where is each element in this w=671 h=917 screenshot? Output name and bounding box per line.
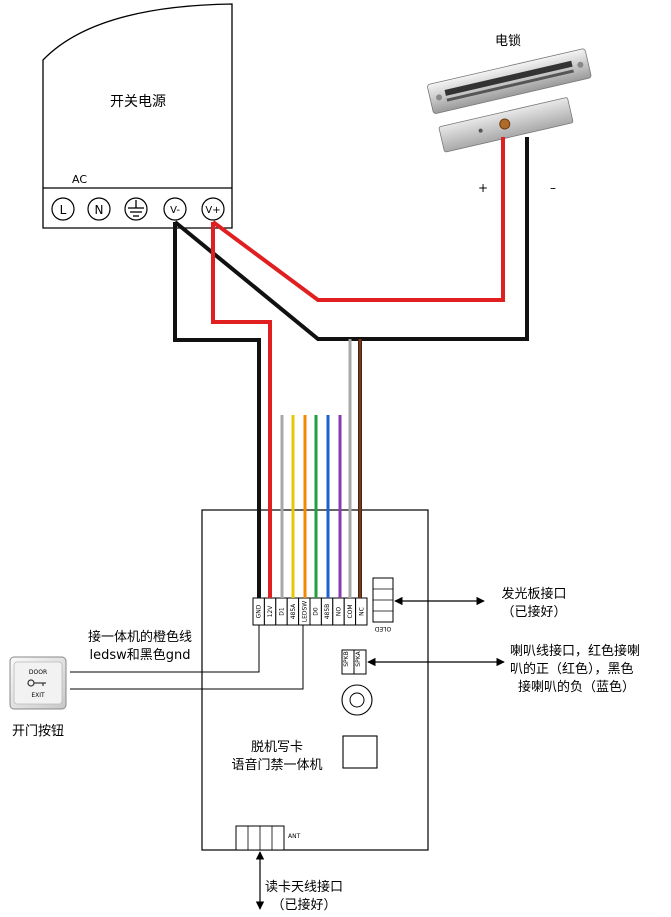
svg-text:V-: V- [170,205,180,216]
terminal-label: GND [256,604,263,618]
terminal-label: D0 [313,607,320,616]
terminal-l: L [51,197,75,221]
speaker-label-line2: 叭的正（红色），黑色 [510,661,634,677]
wire-v-plus-to-lock-plus [211,137,505,302]
antenna-label-line2: （已接好） [271,897,336,913]
speaker-label-line1: 喇叭线接口，红色接喇 [510,643,640,659]
led-board-label-line2: （已接好） [501,604,566,620]
terminal-earth [124,197,148,221]
lock-armature-plate [438,97,574,153]
lock-plus-label: + [478,181,488,195]
terminal-12v: 12V [263,597,277,626]
controller-board: GND 12V D1 485A LEDSW D0 485B NO COM NC OLED SPKB… [201,509,429,851]
ac-label: AC [72,173,87,186]
power-supply: 开关电源 AC L N V- V+ [42,3,233,229]
chip-outline [342,735,378,769]
terminal-v-plus: V+ [201,197,225,221]
exit-note-line2: ledsw和黑色gnd [89,647,190,663]
wire-exit-ledsw [70,625,304,690]
terminal-label: 12V [267,605,274,618]
terminal-ledsw: LEDSW [298,597,311,626]
terminal-label: 485B [324,604,331,620]
speaker-terminal-spkb: SPKB [343,651,350,666]
terminal-label: LEDSW [301,601,308,623]
terminal-label: COM [347,604,354,618]
controller-title-line2: 语音门禁一体机 [231,757,322,773]
oled-connector: OLED [372,577,394,632]
speaker-terminal-spka: SPKA [355,650,362,666]
terminal-n: N [87,197,111,221]
buzzer-icon [341,684,373,716]
lock-minus-label: – [550,181,556,195]
terminal-block: GND 12V D1 485A LEDSW D0 485B NO COM NC [252,597,368,626]
exit-button: DOOR EXIT 开门按钮 [9,656,67,739]
speaker-label-line3: 接喇叭的负（蓝色） [518,679,635,695]
terminal-d1: D1 [275,597,288,626]
terminal-v-minus: V- [163,197,187,221]
exit-button-face-top: DOOR [29,669,47,676]
electric-lock: 电锁 + – [427,33,592,195]
ground-icon [128,200,144,217]
terminal-485a: 485A [286,597,300,626]
terminal-com: COM [343,597,357,626]
antenna-label-line1: 读卡天线接口 [265,879,343,895]
led-board-label-line1: 发光板接口 [501,586,566,602]
annotations: 发光板接口 （已接好） 喇叭线接口，红色接喇 叭的正（红色），黑色 接喇叭的负（… [88,586,640,913]
speaker-connector: SPKB SPKA [341,649,367,675]
antenna-connector: ANT [235,825,301,851]
exit-note-line1: 接一体机的橙色线 [88,629,192,645]
svg-text:L: L [60,203,67,217]
terminal-label: NC [358,607,365,616]
terminal-485b: 485B [320,597,334,626]
terminal-nc: NC [355,597,368,626]
exit-button-face-bottom: EXIT [31,692,45,699]
exit-button-label: 开门按钮 [12,724,64,739]
power-supply-body [42,3,233,229]
controller-title-line1: 脱机写卡 [251,740,303,755]
wires [70,137,529,690]
wire-lock-minus-to-com [360,137,529,341]
terminal-label: NO [336,607,343,616]
wire-v-minus-to-gnd [173,222,261,598]
terminal-label: D1 [279,607,286,616]
svg-text:V+: V+ [205,205,220,216]
svg-text:N: N [95,203,104,217]
oled-label: OLED [374,625,391,632]
controller-body [201,509,429,851]
wire-exit-gnd [70,625,260,673]
terminal-d0: D0 [309,597,322,626]
key-icon [27,679,46,687]
lock-magnet-body [427,48,592,114]
ant-label: ANT [288,833,301,840]
terminal-gnd: GND [252,597,265,626]
wire-v-plus-to-12v [211,222,272,598]
terminal-no: NO [332,597,345,626]
power-supply-title: 开关电源 [110,94,166,110]
lock-title: 电锁 [495,33,521,49]
terminal-label: 485A [290,603,297,619]
